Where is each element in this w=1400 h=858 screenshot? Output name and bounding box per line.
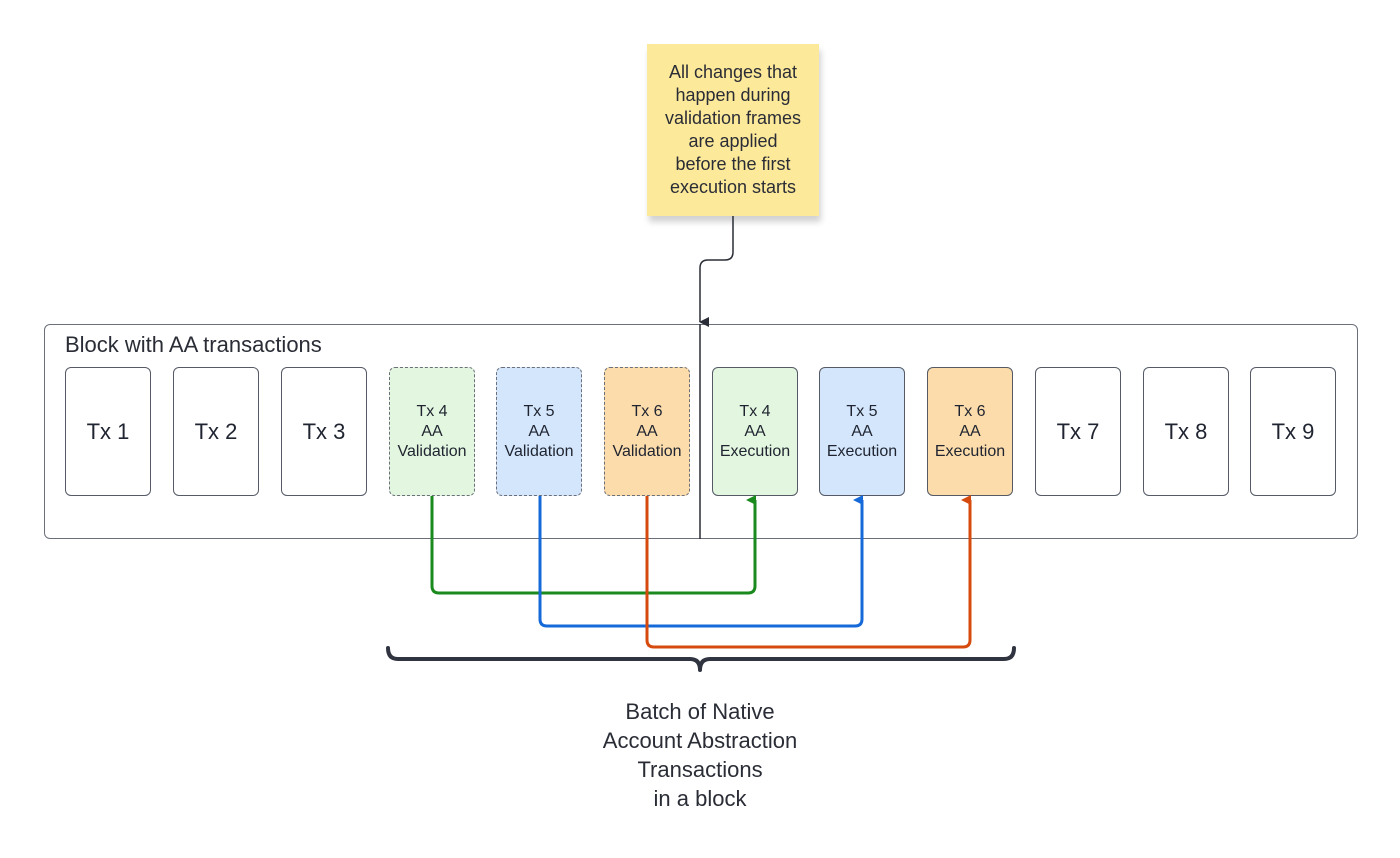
tx-label: Tx 1: [86, 418, 130, 444]
tx-box-1: Tx 1: [65, 367, 151, 496]
tx-label: Tx 4 AA Execution: [719, 402, 791, 460]
tx-box-2: Tx 2: [173, 367, 259, 496]
tx-box-3: Tx 3: [281, 367, 367, 496]
tx-label: Tx 7: [1056, 418, 1100, 444]
tx-box-8: Tx 8: [1143, 367, 1229, 496]
tx-box-5-execution: Tx 5 AA Execution: [819, 367, 905, 496]
tx-label: Tx 9: [1271, 418, 1315, 444]
tx-label: Tx 6 AA Validation: [612, 402, 682, 460]
tx-label: Tx 5 AA Execution: [826, 402, 898, 460]
tx-label: Tx 8: [1164, 418, 1208, 444]
tx-box-6-validation: Tx 6 AA Validation: [604, 367, 690, 496]
note-connector-line: [699, 216, 734, 327]
tx-box-4-execution: Tx 4 AA Execution: [712, 367, 798, 496]
tx-box-6-execution: Tx 6 AA Execution: [927, 367, 1013, 496]
tx-label: Tx 2: [194, 418, 238, 444]
sticky-note-text: All changes that happen during validatio…: [664, 62, 802, 197]
tx-box-9: Tx 9: [1250, 367, 1336, 496]
sticky-note: All changes that happen during validatio…: [647, 44, 819, 216]
tx-box-5-validation: Tx 5 AA Validation: [496, 367, 582, 496]
tx-label: Tx 3: [302, 418, 346, 444]
tx-label: Tx 6 AA Execution: [934, 402, 1006, 460]
block-title: Block with AA transactions: [65, 332, 322, 357]
batch-label: Batch of Native Account Abstraction Tran…: [602, 699, 798, 811]
tx-label: Tx 4 AA Validation: [397, 402, 467, 460]
tx-box-7: Tx 7: [1035, 367, 1121, 496]
batch-curly-brace: [386, 646, 1016, 672]
tx-label: Tx 5 AA Validation: [504, 402, 574, 460]
tx-box-4-validation: Tx 4 AA Validation: [389, 367, 475, 496]
